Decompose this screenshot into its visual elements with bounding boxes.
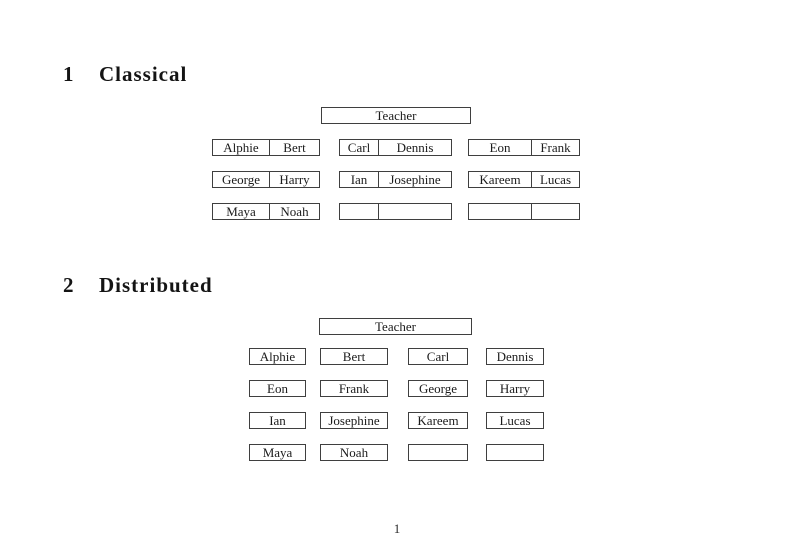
desk-box: Eon Frank — [468, 139, 580, 156]
section-2-heading: 2 Distributed — [63, 275, 213, 296]
seat-box: Frank — [320, 380, 388, 397]
seat-box: Lucas — [486, 412, 544, 429]
seat-box: Josephine — [320, 412, 388, 429]
desk-seat-left: George — [221, 172, 261, 187]
section-2-number: 2 — [63, 273, 74, 297]
desk-seat-left: Ian — [350, 172, 368, 187]
desk-box-empty — [339, 203, 452, 220]
seat-box: George — [408, 380, 468, 397]
desk-seat-right — [378, 204, 451, 219]
seat-box-empty — [486, 444, 544, 461]
desk-box: Ian Josephine — [339, 171, 452, 188]
desk-box: George Harry — [212, 171, 320, 188]
seat-box: Harry — [486, 380, 544, 397]
desk-seat-right: Harry — [269, 172, 319, 187]
section-2-title: Distributed — [99, 273, 213, 297]
desk-seat-left: Carl — [347, 140, 371, 155]
seat-box-empty — [408, 444, 468, 461]
desk-seat-left: Eon — [489, 140, 511, 155]
section-1-heading: 1 Classical — [63, 64, 187, 85]
seat-box: Bert — [320, 348, 388, 365]
desk-seat-left: Alphie — [223, 140, 259, 155]
desk-box: Carl Dennis — [339, 139, 452, 156]
desk-box-empty — [468, 203, 580, 220]
desk-seat-left: Maya — [226, 204, 256, 219]
section-1-title: Classical — [99, 62, 188, 86]
desk-seat-right: Bert — [269, 140, 319, 155]
desk-seat-left — [340, 204, 378, 219]
seat-box: Ian — [249, 412, 306, 429]
seat-box: Dennis — [486, 348, 544, 365]
desk-box: Alphie Bert — [212, 139, 320, 156]
desk-seat-right: Frank — [531, 140, 579, 155]
desk-seat-right: Lucas — [531, 172, 579, 187]
desk-seat-right — [531, 204, 579, 219]
seat-box: Alphie — [249, 348, 306, 365]
seat-box: Maya — [249, 444, 306, 461]
section-1-number: 1 — [63, 62, 74, 86]
seat-box: Carl — [408, 348, 468, 365]
seat-box: Eon — [249, 380, 306, 397]
distributed-teacher-box: Teacher — [319, 318, 472, 335]
seat-box: Kareem — [408, 412, 468, 429]
classical-teacher-box: Teacher — [321, 107, 471, 124]
desk-seat-right: Noah — [269, 204, 319, 219]
page-number: 1 — [393, 521, 401, 536]
desk-box: Maya Noah — [212, 203, 320, 220]
seat-box: Noah — [320, 444, 388, 461]
desk-seat-right: Josephine — [378, 172, 451, 187]
desk-seat-left — [469, 204, 531, 219]
desk-seat-left: Kareem — [479, 172, 521, 187]
desk-seat-right: Dennis — [378, 140, 451, 155]
desk-box: Kareem Lucas — [468, 171, 580, 188]
